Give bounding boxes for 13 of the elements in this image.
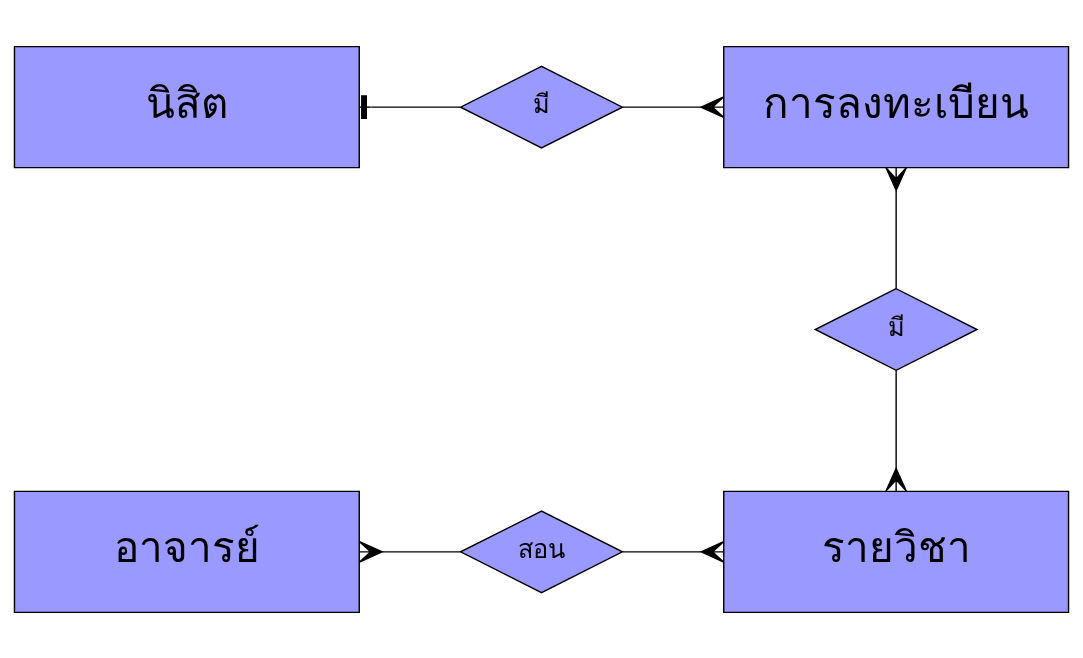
node-box: รายวิชา (723, 490, 1070, 613)
node-box: นิสิต (13, 45, 360, 168)
node-box: อาจารย์ (13, 490, 360, 613)
connector (622, 540, 725, 563)
connector (622, 95, 725, 118)
connector (885, 369, 907, 492)
node-diamond: มี (459, 65, 624, 149)
connector (885, 166, 907, 289)
connector (358, 94, 462, 119)
connector (358, 540, 462, 563)
node-diamond: มี (813, 287, 979, 371)
node-box: การลงทะเบียน (723, 45, 1070, 168)
node-diamond: สอน (459, 509, 624, 593)
